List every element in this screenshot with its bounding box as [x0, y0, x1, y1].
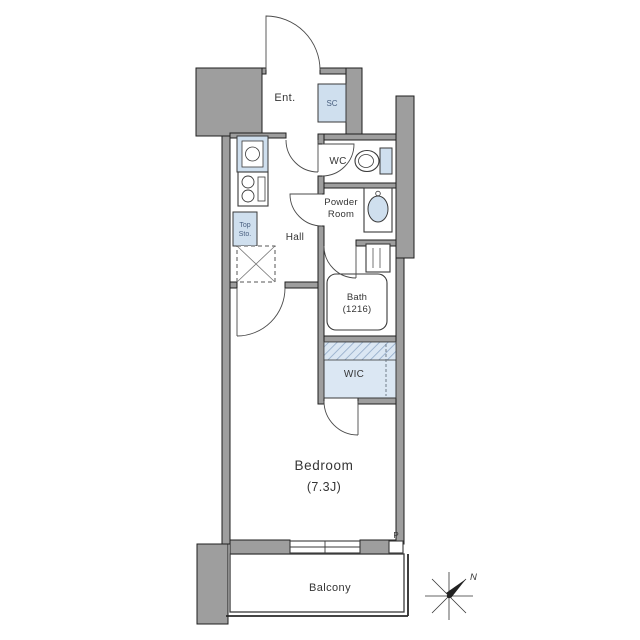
wall-hall-seg1 — [317, 133, 325, 145]
top-storage-label-2: Sto. — [239, 231, 252, 238]
refrigerator-space — [236, 245, 276, 283]
wic-label: WIC — [344, 369, 364, 380]
bedroom-label-2: (7.3J) — [307, 480, 341, 494]
bedroom-label-1: Bedroom — [295, 458, 354, 473]
shoe-closet-box — [317, 83, 347, 123]
bath-label-2: (1216) — [343, 304, 372, 315]
wall-entrance-right — [345, 67, 363, 141]
wall-right — [395, 257, 405, 545]
bath-label-1: Bath — [347, 292, 367, 303]
wic-door-arc — [323, 400, 359, 436]
washer-drum-icon — [245, 146, 260, 162]
door-swings — [236, 15, 359, 436]
wall-bedroom-bottom-left — [229, 539, 291, 555]
shoe-closet-label: SC — [326, 99, 337, 108]
wic-interior — [323, 341, 397, 399]
top-storage-label-1: Top — [239, 222, 250, 229]
powder-room-label-2: Room — [328, 209, 354, 220]
compass-center — [446, 593, 452, 599]
wall-hall-seg2 — [317, 175, 325, 195]
wall-pillar-right — [395, 95, 415, 259]
faucet-icon — [375, 190, 381, 197]
entrance-hall-door-arc — [285, 139, 319, 173]
wall-wic-bottom — [357, 397, 397, 405]
hall-label: Hall — [286, 232, 304, 243]
pipe-space-label: P — [393, 531, 398, 540]
grill-icon — [257, 176, 266, 202]
water-heater — [365, 243, 391, 273]
stove — [237, 171, 269, 207]
toilet-tank — [379, 147, 393, 175]
wall-wc-powder — [323, 182, 397, 189]
pipe-space-box — [388, 540, 404, 554]
wall-bath-wic — [323, 335, 397, 343]
wall-left — [221, 135, 231, 545]
washer-body — [241, 140, 264, 168]
fridge-x-line — [236, 245, 276, 283]
wall-pillar-top-left — [195, 67, 263, 137]
compass-needle — [446, 579, 466, 598]
sink-basin — [367, 195, 389, 223]
vanity-sink — [363, 187, 393, 233]
top-storage-box — [232, 211, 258, 247]
washing-machine-space — [236, 135, 269, 173]
entrance-label: Ent. — [274, 92, 295, 104]
burner-icon — [241, 189, 255, 203]
balcony-window — [289, 540, 361, 554]
room-labels: Ent. SC WC Powder Room Hall Top Sto. Bat… — [239, 92, 399, 594]
wc-door-arc — [321, 143, 355, 177]
wall-hall-bedroom-left — [229, 281, 238, 289]
toilet-seat — [358, 154, 374, 168]
balcony-inner-rail — [229, 553, 405, 613]
powder-room-label-1: Powder — [324, 197, 357, 208]
compass-north-label: N — [470, 572, 477, 583]
wall-pillar-bottom-left — [196, 543, 229, 625]
balcony-outline — [226, 553, 409, 617]
wall-hall-seg3 — [317, 225, 325, 405]
wall-top-stub — [261, 67, 267, 75]
balcony-outer-rail — [226, 554, 409, 617]
burner-icon — [241, 175, 255, 189]
toilet — [354, 147, 393, 175]
bathtub — [326, 273, 388, 331]
entry-door-arc — [265, 15, 321, 71]
bath-door-arc — [323, 245, 357, 279]
compass-rose: N — [425, 572, 477, 620]
balcony-label: Balcony — [309, 582, 351, 594]
wic-shelf-hatch — [323, 341, 397, 361]
stove-counter — [237, 171, 269, 207]
wall-hall-bedroom-right — [284, 281, 319, 289]
bedroom-door-arc — [236, 287, 286, 337]
powder-room-door-arc — [289, 193, 323, 227]
heater-box — [365, 243, 391, 273]
wc-label: WC — [329, 156, 346, 167]
wall-wc-top — [321, 133, 399, 141]
